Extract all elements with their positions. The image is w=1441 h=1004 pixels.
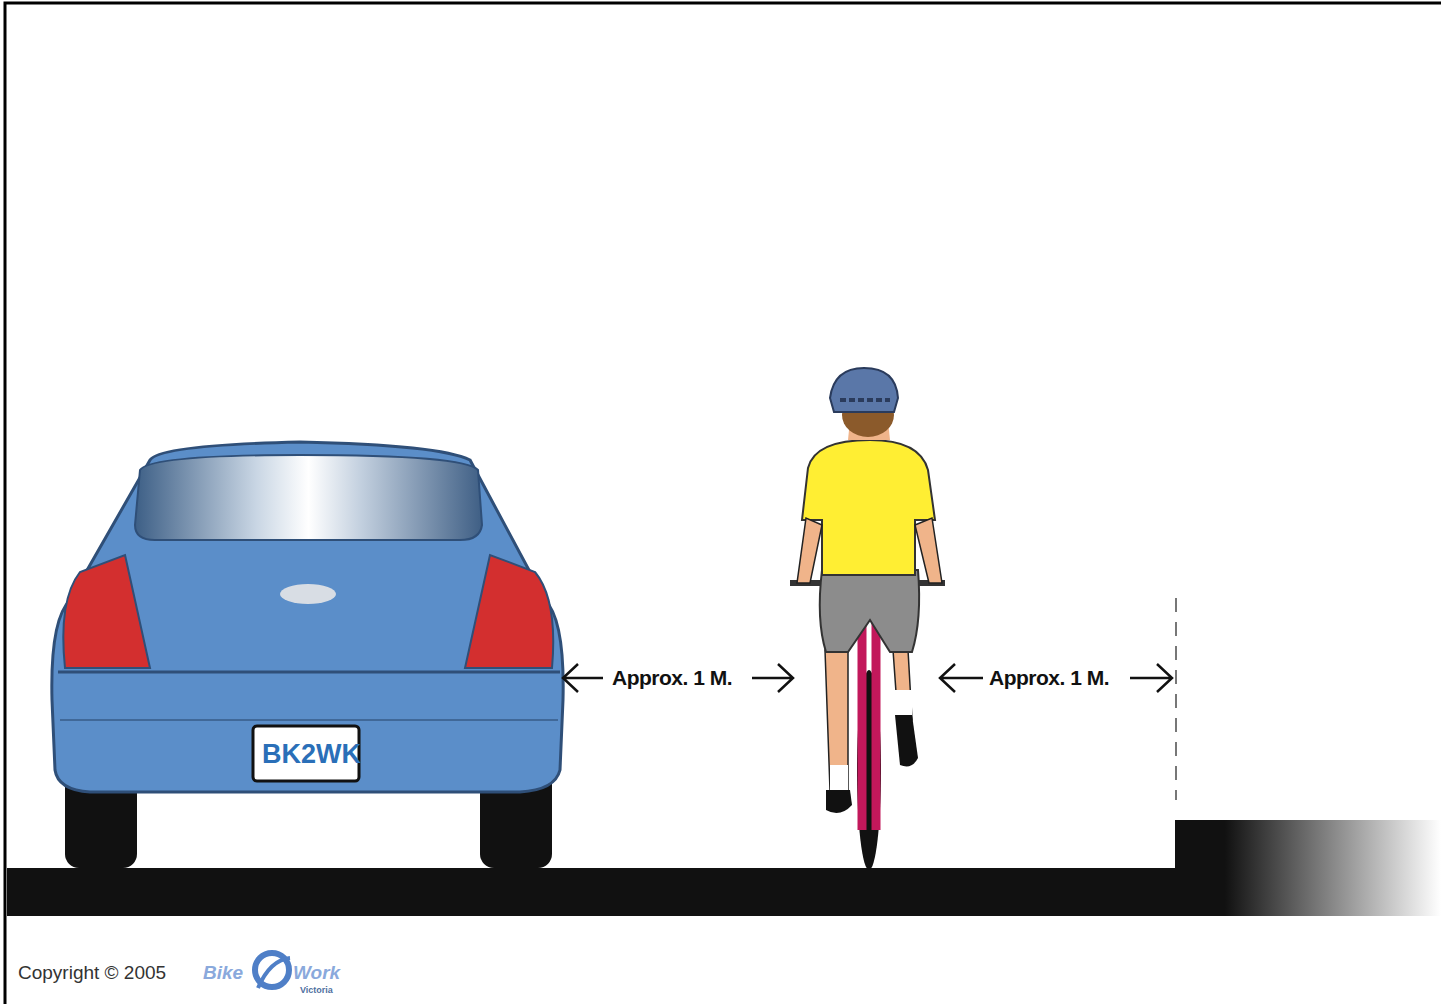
license-plate-text: BK2WK bbox=[262, 741, 361, 768]
dimension-arrows bbox=[563, 664, 1172, 692]
logo-text: Work bbox=[293, 963, 340, 982]
road bbox=[7, 868, 1441, 916]
dimension-label: Approx. 1 M. bbox=[989, 667, 1109, 688]
curb bbox=[1175, 820, 1441, 870]
logo-subtext: Victoria bbox=[300, 986, 333, 995]
logo-text: Bike bbox=[203, 963, 243, 982]
car bbox=[52, 442, 563, 868]
copyright-note: Copyright © 2005 bbox=[18, 963, 166, 982]
logo-mark bbox=[255, 953, 290, 988]
frame bbox=[5, 3, 1441, 1004]
curb-line bbox=[1175, 598, 1177, 800]
dimension-label: Approx. 1 M. bbox=[612, 667, 732, 688]
cyclist bbox=[790, 368, 945, 870]
